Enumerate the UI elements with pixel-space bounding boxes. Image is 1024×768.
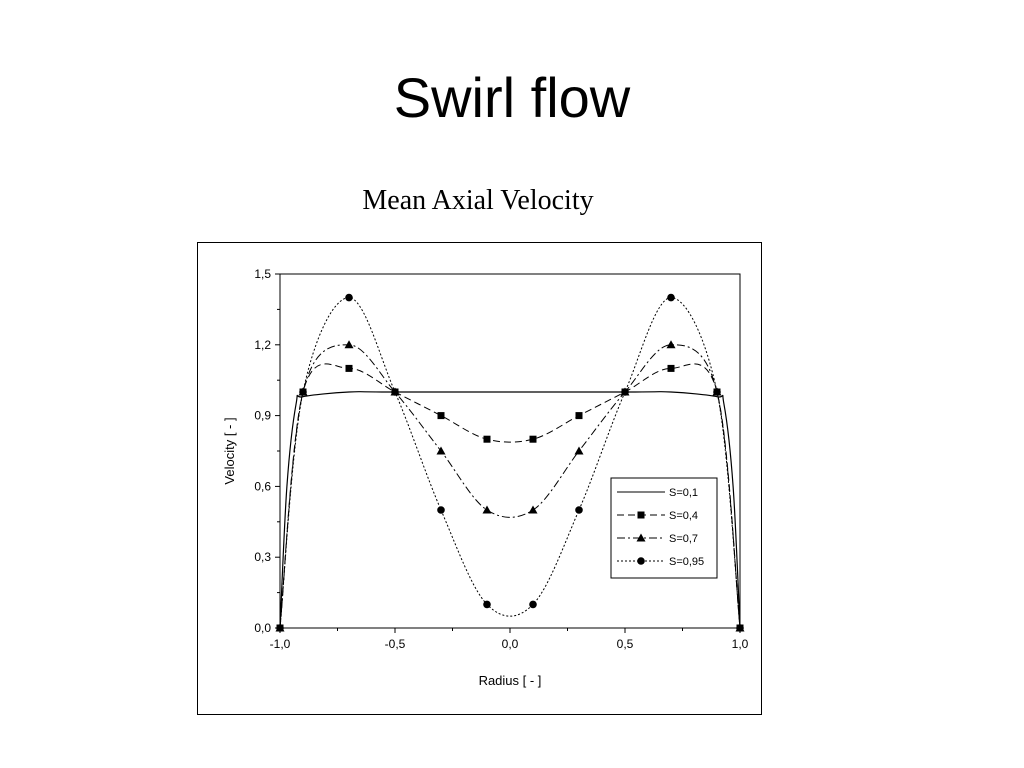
legend-swatch-marker [636,533,646,542]
series-4-point [713,388,721,396]
series-4-point [529,600,537,609]
series-3-point [436,446,446,455]
x-tick-label: -1,0 [270,637,291,651]
series-3-point [528,505,538,514]
series-2-line [279,363,741,629]
series-2-point [667,364,675,372]
line-chart: 0,0 0,3 0,6 0,9 1,2 1,5 -1,0 -0,5 0,0 0,5 1,0 Radi… [197,242,762,715]
legend-label: S=0,1 [669,487,698,499]
series-3-point [666,340,676,349]
series-4-point [575,506,583,514]
legend: S=0,1S=0,4S=0,7S=0,95 [610,477,718,579]
chart-frame: 0,0 0,3 0,6 0,9 1,2 1,5 -1,0 -0,5 0,0 0,5 1,0 Radi… [197,242,762,715]
x-tick-label: 0,0 [502,637,519,651]
y-tick-label: 1,2 [254,338,271,352]
series-1-line [279,391,741,629]
y-tick-label: 1,5 [254,267,271,281]
series-4-point [276,624,284,632]
series-2-point [529,435,537,443]
x-axis-label: Radius [ - ] [479,673,542,688]
legend-label: S=0,95 [669,556,704,568]
legend-label: S=0,4 [669,510,698,522]
series-4-point [736,624,744,632]
series-2-point [437,412,445,420]
series-4-point [667,293,675,302]
tick-group: 0,0 0,3 0,6 0,9 1,2 1,5 -1,0 -0,5 0,0 0,5 1,0 [254,267,748,651]
series-2-point [345,364,353,372]
y-tick-label: 0,0 [254,621,271,635]
series-4-point [345,293,353,302]
series-3-point [574,446,584,455]
series-group [279,297,741,629]
legend-swatch-marker [637,557,645,565]
slide-title: Swirl flow [393,66,631,129]
y-tick-label: 0,3 [254,550,271,564]
marker-group [275,293,745,632]
series-4-point [299,388,307,396]
series-4-point [483,600,491,609]
series-2-point [575,412,583,420]
x-tick-label: -0,5 [385,637,406,651]
series-3-point [482,505,492,514]
series-4-point [437,506,445,514]
y-tick-label: 0,6 [254,479,271,493]
x-tick-label: 1,0 [732,637,749,651]
series-4-point [621,388,629,396]
series-4-line [279,297,741,629]
series-2-point [483,435,491,443]
series-3-point [344,340,354,349]
x-tick-label: 0,5 [617,637,634,651]
legend-swatch-marker [637,511,645,519]
series-3-line [279,344,741,629]
y-tick-label: 0,9 [254,409,271,423]
chart-title: Mean Axial Velocity [362,185,594,216]
y-axis-label: Velocity [ - ] [222,417,237,484]
legend-label: S=0,7 [669,533,698,545]
series-4-point [391,388,399,396]
legend-box [610,477,718,579]
